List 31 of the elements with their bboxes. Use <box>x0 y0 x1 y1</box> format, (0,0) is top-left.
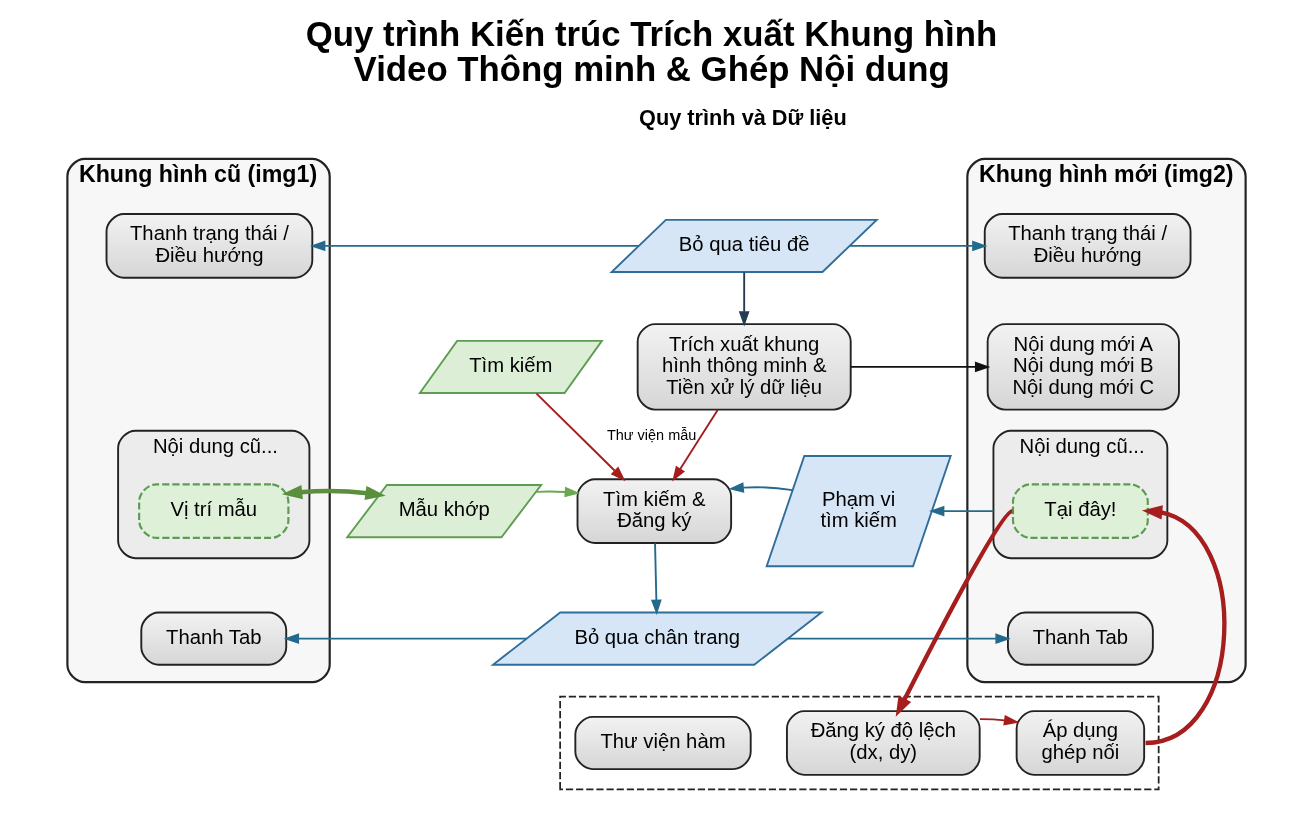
arrow <box>1141 505 1226 746</box>
arrow <box>534 486 580 498</box>
arrow <box>535 392 625 482</box>
node-box: Thanh Tab <box>1006 611 1154 666</box>
arrow <box>978 714 1019 726</box>
arrow <box>671 409 719 482</box>
arrow <box>738 271 750 327</box>
node-box: Thanh trạng thái / Điều hướng <box>105 213 313 279</box>
arrow <box>849 361 990 373</box>
node-box: Tại đây! <box>1011 483 1149 539</box>
node-box: Thư viện hàm <box>573 715 752 771</box>
node-box: Nội dung mới A Nội dung mới B Nội dung mới C <box>986 323 1180 411</box>
arrow <box>650 542 662 616</box>
arrow <box>309 240 639 252</box>
node-box: Thanh trạng thái / Điều hướng <box>983 213 1191 279</box>
arrow <box>848 240 988 252</box>
node-box: Vị trí mẫu <box>137 483 289 539</box>
label: Quy trình và Dữ liệu <box>638 104 847 130</box>
edge-label: Thư viện mẫu <box>606 427 696 444</box>
node-box: Tìm kiếm & Đăng ký <box>576 478 732 544</box>
diagram-title: Quy trình Kiến trúc Trích xuất Khung hình Video Thông minh & Ghép Nội dung <box>305 15 997 88</box>
node-box: Thanh Tab <box>139 611 287 666</box>
arrow <box>895 509 1013 717</box>
arrow <box>928 505 994 517</box>
arrow <box>786 633 1011 645</box>
arrow <box>281 484 386 501</box>
node-box: Trích xuất khung hình thông minh & Tiền xử lý dữ liệu <box>636 323 852 411</box>
node-box: Áp dụng ghép nối <box>1015 710 1145 776</box>
arrow <box>283 633 527 645</box>
arrow <box>728 482 793 493</box>
node-box: Đăng ký độ lệch (dx, dy) <box>785 710 981 776</box>
